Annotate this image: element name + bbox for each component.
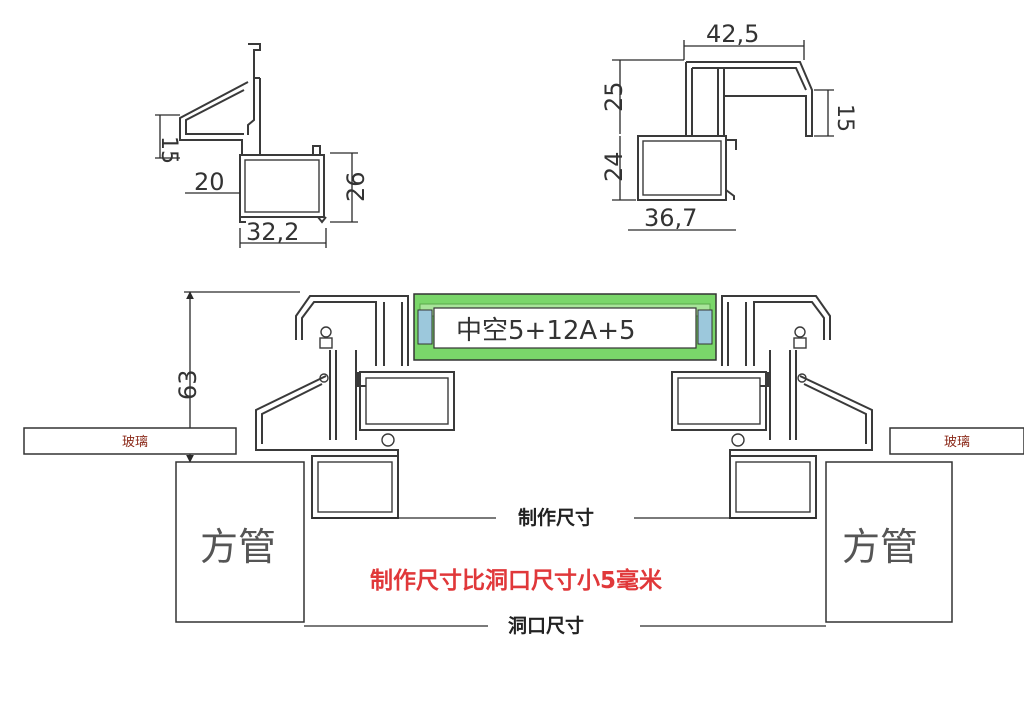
profile-left-dims — [155, 114, 358, 248]
insulated-glass-unit — [413, 293, 717, 361]
dim-left-20: 20 — [194, 168, 225, 196]
square-tube-right-label: 方管 — [842, 525, 918, 569]
glass-pane-right — [889, 427, 1024, 455]
dim-right-25: 25 — [600, 81, 628, 112]
glass-pane-left — [23, 427, 237, 455]
profile-right — [637, 61, 813, 201]
square-tube-left-label: 方管 — [200, 525, 276, 569]
fabrication-size-label: 制作尺寸 — [518, 506, 594, 529]
square-tube-right — [825, 461, 953, 623]
height-63-label: 63 — [174, 369, 202, 400]
fabrication-note: 制作尺寸比洞口尺寸小5毫米 — [370, 567, 663, 594]
glass-right-label: 玻璃 — [944, 435, 970, 450]
profile-left — [179, 43, 327, 224]
opening-size-label: 洞口尺寸 — [508, 614, 584, 637]
dim-right-42-5: 42,5 — [706, 20, 759, 48]
dim-left-32-2: 32,2 — [246, 218, 299, 246]
glazing-spec-label: 中空5+12A+5 — [456, 316, 636, 346]
glass-left-label: 玻璃 — [122, 435, 148, 450]
frame-assembly-right — [671, 295, 873, 519]
dim-left-26: 26 — [342, 171, 370, 202]
dim-left-15: 15 — [156, 136, 181, 164]
dim-right-24: 24 — [600, 151, 628, 182]
profile-right-dims — [612, 40, 834, 231]
dim-right-36-7: 36,7 — [644, 204, 697, 232]
dim-right-15: 15 — [832, 104, 857, 132]
frame-assembly-left — [255, 295, 455, 519]
square-tube-left — [175, 461, 305, 623]
